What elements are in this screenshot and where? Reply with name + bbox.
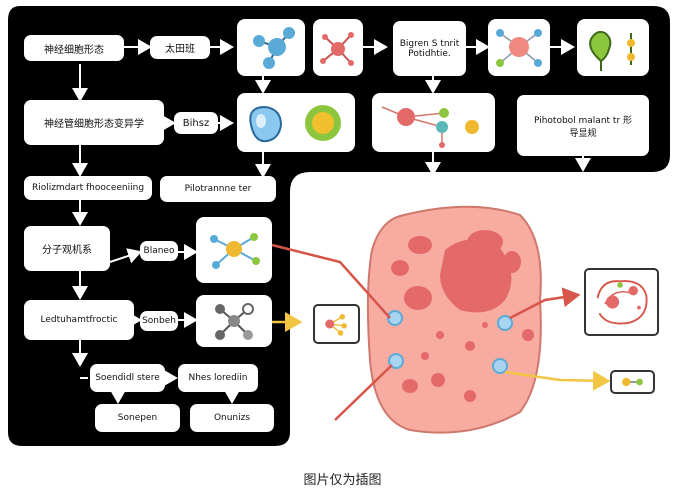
node-neural-tube-variation: 神经管细胞形态变异学: [24, 100, 164, 145]
molecule-card-green: [577, 19, 649, 76]
node-bihsz: Bihsz: [174, 112, 218, 134]
molecule-card-blue: [237, 19, 305, 76]
output-pair-card: [610, 370, 655, 394]
node-bigren: Bigren S tnrit Potidhtie.: [393, 21, 466, 76]
node-nhes: Nhes lorediin: [178, 364, 258, 392]
node-pihotobol: Pihotobol malant tr 形 导显规: [517, 95, 649, 156]
node-onunizs: Onunizs: [190, 404, 274, 432]
node-ota-spot: 太田班: [150, 36, 210, 59]
molecule-card-network: [372, 93, 495, 152]
molecule-card-pink: [488, 19, 550, 76]
cell-organelle-card: [237, 93, 355, 152]
node-ledtuhamt: Ledtuhamtfroctic: [24, 300, 134, 340]
node-sonepen: Sonepen: [95, 404, 180, 432]
node-pilotrannne: Pilotrannne ter: [160, 176, 276, 202]
node-molecular-system: 分子观机系: [24, 226, 110, 271]
molecule-card-gray: [196, 295, 272, 347]
node-soendidl: Soendidl stere: [90, 364, 165, 392]
molecule-card-red: [313, 19, 363, 76]
node-blaneo: Blaneo: [140, 241, 178, 261]
output-cell-card: [584, 268, 659, 336]
molecule-card-yellow: [196, 217, 272, 283]
molecule-card-small: [313, 304, 360, 344]
cell-illustration: [366, 205, 542, 434]
node-riolizmdart: Riolizmdart fhooceeniing: [24, 176, 152, 200]
node-sonbeh: Sonbeh: [140, 311, 178, 331]
node-neuron-morphology: 神经细胞形态: [24, 35, 124, 61]
figure-caption: 图片仅为插图: [303, 473, 382, 488]
